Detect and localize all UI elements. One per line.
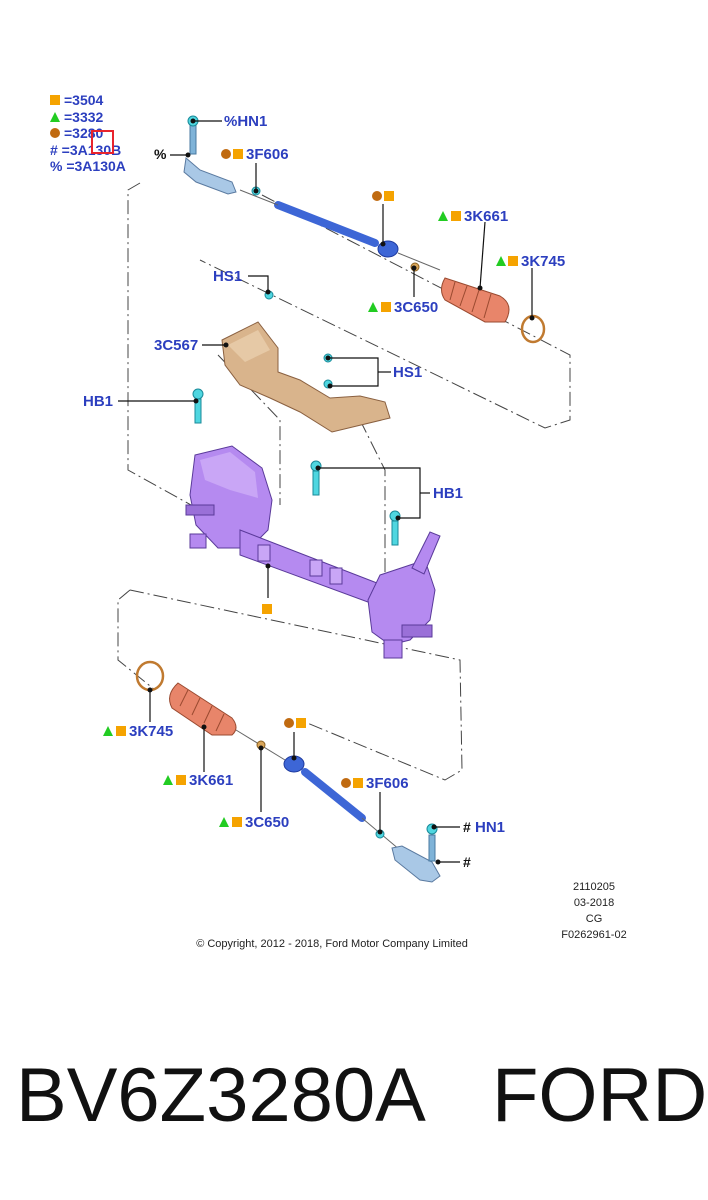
heat-shield <box>221 321 391 433</box>
steering-rack-exploded-diagram: =3504 =3332 =3280 # =3A130B % =3A130A <box>50 92 627 950</box>
part-number: BV6Z3280A <box>16 1053 426 1138</box>
upper-tie-rod-end <box>183 115 237 195</box>
legend-circle-symbol <box>50 128 60 138</box>
label-hb1-a: HB1 <box>83 393 113 410</box>
rack-square-marker <box>262 604 272 614</box>
c650-top-triangle-icon <box>368 302 378 312</box>
hb1-bolt-left <box>192 388 204 424</box>
label-k661-top: 3K661 <box>464 208 508 225</box>
lower-steering-boot <box>169 682 237 736</box>
k745-top-square-icon <box>508 256 518 266</box>
highlight-box <box>91 130 114 154</box>
label-k745-top: 3K745 <box>521 253 565 270</box>
label-k745-bot: 3K745 <box>129 723 173 740</box>
legend-triangle-symbol <box>50 112 60 122</box>
label-hn1-top: %HN1 <box>224 113 267 130</box>
legend-square-text: =3504 <box>64 92 104 108</box>
upper-inner-tie-rod <box>274 201 379 247</box>
copyright: © Copyright, 2012 - 2018, Ford Motor Com… <box>196 938 468 950</box>
f606-bot-square-icon <box>353 778 363 788</box>
meta-figure: F0262961-02 <box>561 929 626 941</box>
k745-bot-triangle-icon <box>103 726 113 736</box>
legend-hash-text: # =3A130B <box>50 142 121 158</box>
upper-joint-circle-icon <box>372 191 382 201</box>
f606-bot-circle-icon <box>341 778 351 788</box>
k661-bot-triangle-icon <box>163 775 173 785</box>
k661-top-triangle-icon <box>438 211 448 221</box>
k745-top-triangle-icon <box>496 256 506 266</box>
c650-bot-triangle-icon <box>219 817 229 827</box>
label-hash-bot-1: # <box>463 819 471 835</box>
legend-percent-text: % =3A130A <box>50 158 126 174</box>
brand-name: FORD <box>492 1053 708 1138</box>
label-hn1-bot: HN1 <box>475 819 505 836</box>
legend: =3504 =3332 =3280 # =3A130B % =3A130A <box>50 92 126 174</box>
k745-bot-square-icon <box>116 726 126 736</box>
leader-lines <box>118 118 535 865</box>
label-percent-top: % <box>154 146 167 162</box>
label-hs1-b: HS1 <box>393 364 422 381</box>
shield-drop-outline <box>359 419 386 575</box>
k661-bot-square-icon <box>176 775 186 785</box>
upper-joint-square-icon <box>384 191 394 201</box>
lower-right-outline <box>129 589 463 781</box>
legend-circle-text: =3280 <box>64 125 104 141</box>
meta-code: 2110205 <box>573 881 615 893</box>
f606-top-square-icon <box>233 149 243 159</box>
label-c650-bot: 3C650 <box>245 814 289 831</box>
steering-rack-housing <box>185 445 441 659</box>
label-hash-bot-2: # <box>463 854 471 870</box>
upper-steering-boot <box>441 277 510 323</box>
lower-joint-circle-icon <box>284 718 294 728</box>
label-hb1-b: HB1 <box>433 485 463 502</box>
upper-right-outline <box>199 194 571 429</box>
lower-inner-tie-rod <box>301 768 366 822</box>
label-hs1-a: HS1 <box>213 268 242 285</box>
meta-date: 03-2018 <box>574 897 614 909</box>
c650-bot-square-icon <box>232 817 242 827</box>
lower-tie-rod-end <box>391 823 441 883</box>
c650-top-square-icon <box>381 302 391 312</box>
f606-top-circle-icon <box>221 149 231 159</box>
label-f606-top: 3F606 <box>246 146 289 163</box>
label-f606-bot: 3F606 <box>366 775 409 792</box>
label-c567: 3C567 <box>154 337 198 354</box>
meta-initials: CG <box>586 913 603 925</box>
k661-top-square-icon <box>451 211 461 221</box>
label-c650-top: 3C650 <box>394 299 438 316</box>
label-k661-bot: 3K661 <box>189 772 233 789</box>
lower-boot-clamp <box>135 660 165 692</box>
upper-assembly-outline <box>127 182 201 511</box>
legend-square-symbol <box>50 95 60 105</box>
legend-triangle-text: =3332 <box>64 109 104 125</box>
lower-joint-square-icon <box>296 718 306 728</box>
